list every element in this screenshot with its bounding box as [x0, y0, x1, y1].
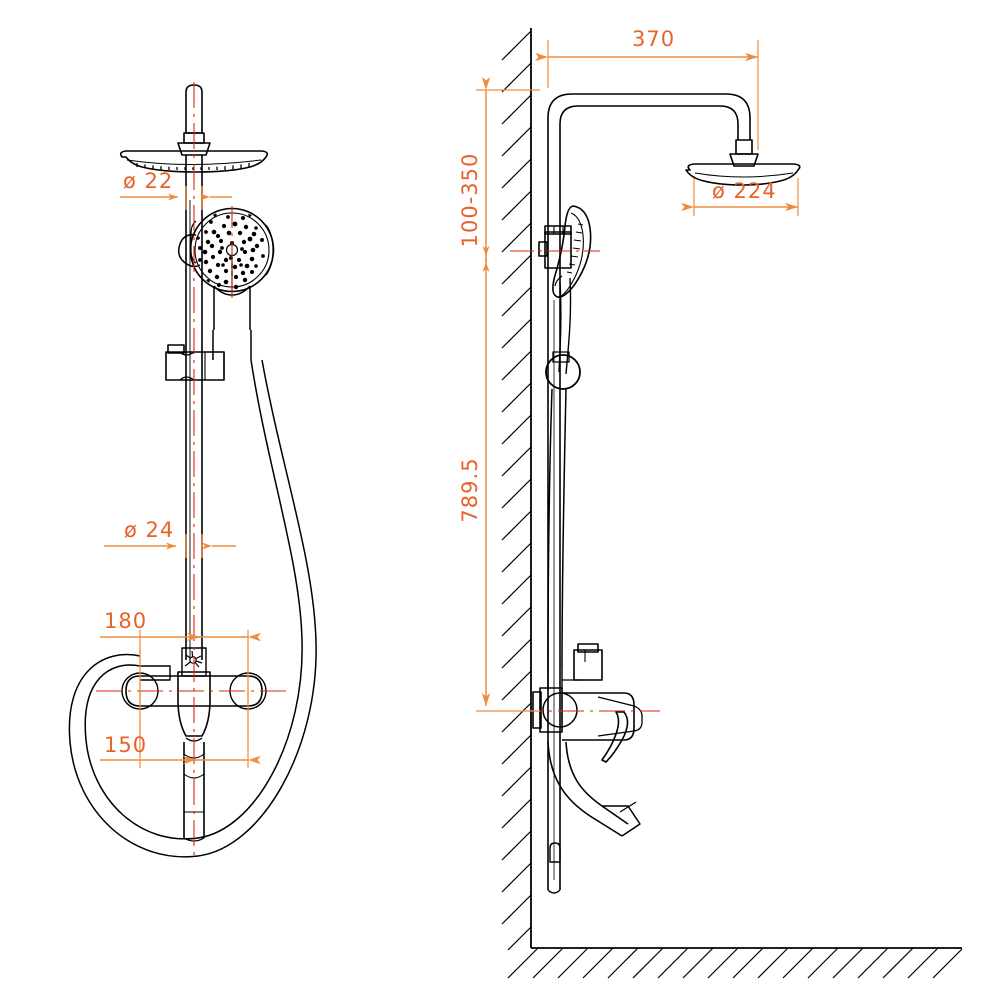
dim-label-head-dia: ø 224: [712, 179, 777, 203]
dim-head-dia: ø 224: [681, 178, 799, 216]
wall-outlet-stub: [549, 842, 561, 863]
front-view: [68, 84, 317, 858]
dim-label-slider-range: 100-350: [458, 153, 482, 248]
shower-arm: [547, 93, 751, 228]
front-view-dimensions: ø 22 ø 24 180 150: [100, 169, 261, 768]
mixer-valve-side: [532, 643, 643, 763]
side-view-dimensions: 370 ø 224 100-350 789.5: [458, 27, 799, 712]
wall-section: [501, 28, 532, 951]
dim-label-mixer-width: 180: [104, 609, 147, 633]
slider-bracket: [165, 344, 225, 381]
dim-label-riser-bottom-dia: ø 24: [124, 518, 174, 542]
floor-hatching: [507, 947, 963, 979]
dim-label-mixer-height: 789.5: [458, 457, 482, 522]
riser-rail: [185, 155, 203, 660]
rain-shower-head: [119, 150, 269, 173]
dim-spout-width: 150: [100, 691, 261, 768]
bath-spout-side: [547, 741, 641, 837]
floor-section: [507, 947, 963, 979]
hose-holder: [545, 351, 581, 390]
rain-shower-head-side: [685, 163, 801, 186]
dim-arm-reach: 370: [535, 27, 759, 150]
dim-mixer-width: 180: [100, 609, 261, 700]
dim-label-arm-reach: 370: [632, 27, 675, 51]
slider-bracket-side: [538, 225, 572, 269]
side-view: [532, 93, 801, 894]
dim-label-riser-top-dia: ø 22: [123, 169, 173, 193]
dim-riser-bottom-dia: ø 24: [104, 518, 236, 558]
dim-mixer-height: 789.5: [458, 258, 540, 712]
shower-hose: [68, 359, 317, 858]
wall-hatching: [501, 30, 532, 951]
hand-shower-head-side: [552, 205, 592, 375]
dim-slider-range: 100-350: [458, 77, 540, 272]
head-connector: [729, 139, 759, 167]
dim-riser-top-dia: ø 22: [120, 169, 232, 210]
shower-hose-side: [547, 388, 567, 671]
dim-label-spout-width: 150: [104, 733, 147, 757]
side-view-centerlines: [476, 250, 660, 712]
